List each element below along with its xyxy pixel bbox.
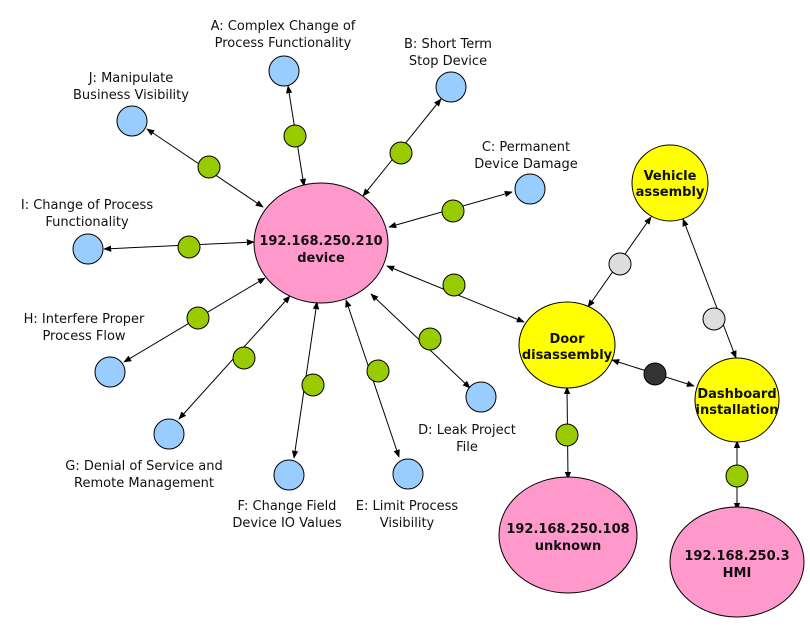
process-vehicle-line2: assembly — [636, 185, 705, 200]
process-door-line2: disassembly — [522, 348, 613, 363]
threat-node-E[interactable] — [392, 458, 424, 490]
threat-label-B-line2: Stop Device — [409, 54, 487, 69]
threat-label-B-line1: B: Short Term — [404, 37, 492, 52]
threat-label-F-line2: Device IO Values — [232, 516, 341, 531]
threat-nodes — [72, 55, 546, 491]
threat-label-F-line1: F: Change Field — [238, 499, 337, 514]
device-hmi-type: HMI — [723, 566, 752, 581]
link-dot-E — [366, 359, 390, 383]
threat-label-D-line2: File — [456, 440, 478, 455]
threat-node-I[interactable] — [72, 233, 104, 265]
threat-label-C-line2: Device Damage — [474, 157, 577, 172]
link-dot-B — [389, 141, 413, 165]
threat-node-C[interactable] — [514, 173, 546, 205]
threat-label-J-line1: J: Manipulate — [88, 71, 174, 86]
device-unknown-ip: 192.168.250.108 — [506, 522, 629, 537]
process-nodes — [518, 144, 780, 443]
node-texts: 192.168.250.210 device 192.168.250.108 u… — [259, 169, 789, 581]
link-dot-H — [186, 306, 210, 330]
link-dot-I — [177, 235, 201, 259]
link-dot-J — [197, 155, 221, 179]
edge-vehicle-dashboard — [682, 218, 737, 359]
process-vehicle-line1: Vehicle — [644, 169, 697, 184]
threat-label-J-line2: Business Visibility — [73, 88, 189, 103]
process-door-line1: Door — [549, 332, 585, 347]
threat-node-H[interactable] — [94, 356, 126, 388]
link-dot-dashboard-hmi — [725, 464, 749, 488]
process-node-vehicle[interactable] — [631, 144, 709, 222]
threat-label-D-line1: D: Leak Project — [418, 423, 516, 438]
process-dashboard-line2: installation — [696, 403, 779, 418]
threat-node-G[interactable] — [153, 418, 185, 450]
link-dot-main-door — [442, 273, 466, 297]
threat-node-J[interactable] — [116, 105, 148, 137]
link-dot-F — [301, 373, 325, 397]
threat-label-G-line2: Remote Management — [74, 476, 214, 491]
process-node-dashboard[interactable] — [694, 357, 780, 443]
threat-labels: A: Complex Change of Process Functionali… — [21, 19, 578, 531]
link-dots — [177, 124, 749, 488]
threat-label-A-line2: Process Functionality — [215, 36, 352, 51]
device-unknown-type: unknown — [535, 539, 602, 554]
threat-label-E-line2: Visibility — [380, 516, 435, 531]
threat-label-H-line2: Process Flow — [42, 329, 125, 344]
link-dot-D — [418, 327, 442, 351]
threat-label-I-line1: I: Change of Process — [21, 198, 153, 213]
link-dot-door-vehicle — [608, 252, 632, 276]
link-dot-C — [441, 199, 465, 223]
link-dot-A — [283, 124, 307, 148]
threat-label-E-line1: E: Limit Process — [356, 499, 459, 514]
link-dot-door-dashboard — [643, 362, 667, 386]
threat-label-C-line1: C: Permanent — [482, 140, 570, 155]
device-main-type: device — [297, 251, 345, 266]
device-main-ip: 192.168.250.210 — [259, 234, 382, 249]
threat-node-A[interactable] — [268, 55, 300, 87]
threat-node-D[interactable] — [465, 381, 497, 413]
link-dot-door-unknown — [555, 423, 579, 447]
device-node-main[interactable] — [253, 182, 389, 304]
threat-label-H-line1: H: Interfere Proper — [24, 312, 145, 327]
threat-label-G-line1: G: Denial of Service and — [65, 459, 222, 474]
process-node-door[interactable] — [518, 301, 616, 389]
link-dot-vehicle-dashboard — [702, 307, 726, 331]
threat-label-A-line1: A: Complex Change of — [211, 19, 356, 34]
process-dashboard-line1: Dashboard — [697, 387, 776, 402]
edges — [103, 85, 741, 511]
link-dot-G — [232, 346, 256, 370]
device-hmi-ip: 192.168.250.3 — [684, 549, 789, 564]
threat-node-F[interactable] — [273, 459, 305, 491]
device-node-hmi[interactable] — [669, 506, 805, 618]
device-nodes — [253, 182, 805, 618]
threat-label-I-line2: Functionality — [45, 215, 129, 230]
threat-node-B[interactable] — [435, 71, 467, 103]
device-node-unknown[interactable] — [498, 476, 638, 594]
